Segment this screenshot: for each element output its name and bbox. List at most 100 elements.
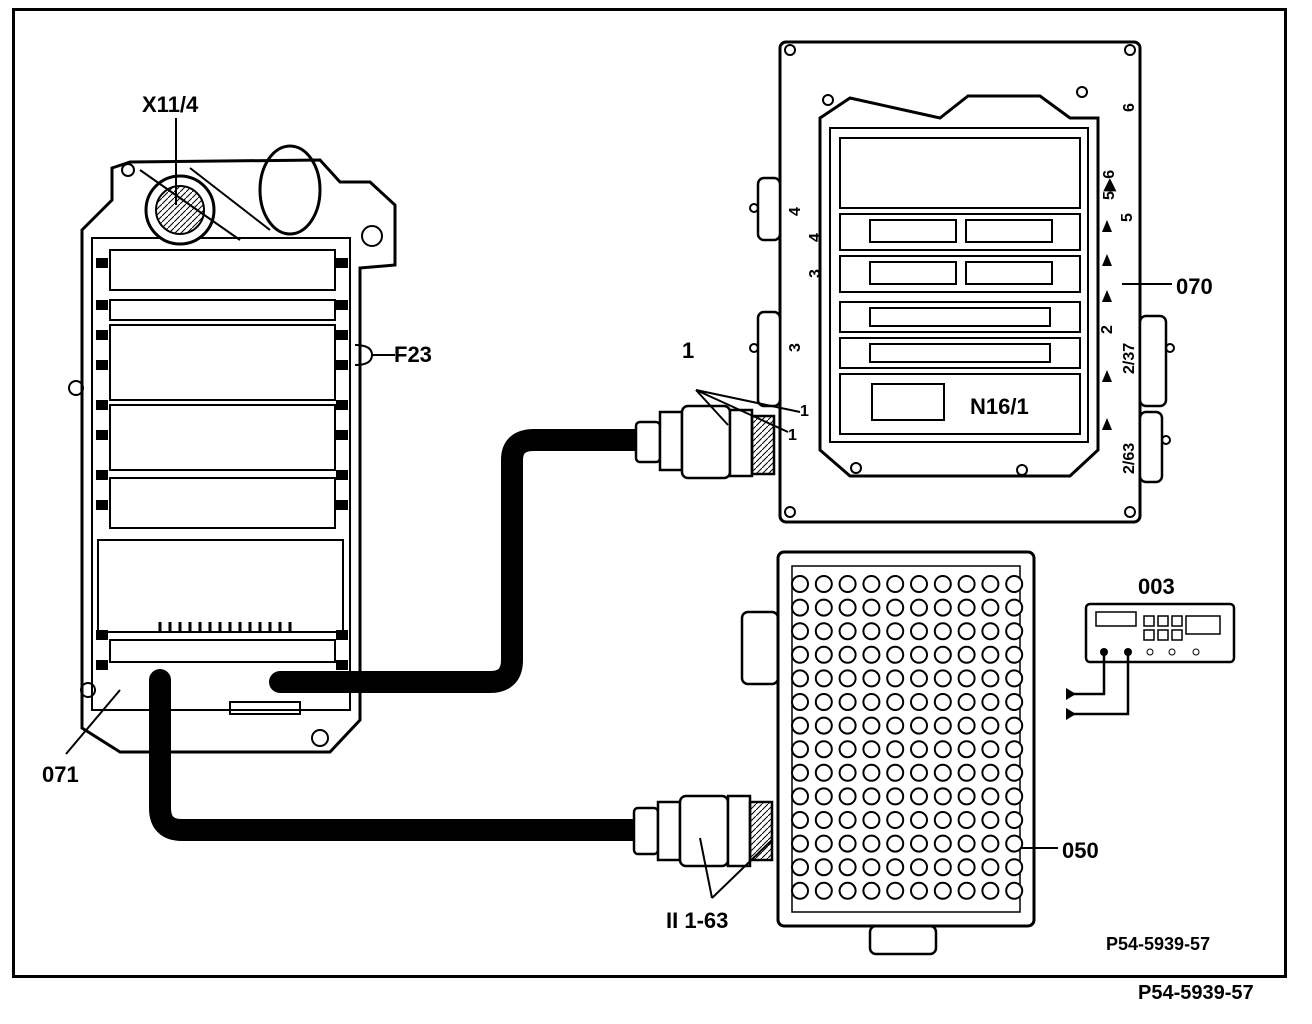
socket-hole	[1005, 645, 1024, 664]
socket-hole	[981, 834, 1000, 853]
slot-arrow-icons	[1102, 220, 1112, 430]
socket-hole	[1005, 622, 1024, 641]
socket-hole	[886, 622, 905, 641]
socket-hole	[814, 834, 833, 853]
socket-hole	[862, 787, 881, 806]
socket-hole	[862, 598, 881, 617]
socket-hole	[886, 763, 905, 782]
socket-hole	[1005, 669, 1024, 688]
socket-hole	[933, 740, 952, 759]
socket-hole	[886, 740, 905, 759]
socket-hole	[981, 598, 1000, 617]
socket-hole	[910, 811, 928, 829]
label-050: 050	[1062, 838, 1099, 863]
socket-hole	[791, 575, 809, 593]
socket-hole	[1005, 575, 1024, 593]
socket-hole	[957, 622, 976, 641]
socket-hole	[862, 575, 881, 593]
socket-hole	[957, 716, 976, 735]
socket-hole	[838, 740, 857, 759]
socket-hole	[957, 834, 976, 853]
slot-label-right-6: 2/63	[1121, 443, 1138, 474]
socket-hole	[838, 858, 857, 877]
socket-hole	[838, 881, 857, 900]
socket-hole	[981, 881, 1000, 900]
slot-label-right-1: 6	[1121, 103, 1138, 112]
socket-hole	[791, 740, 809, 759]
socket-hole	[933, 645, 952, 664]
socket-hole	[981, 787, 1000, 806]
cable-071-to-050	[149, 669, 651, 841]
label-ii-1-63: II 1-63	[666, 908, 728, 933]
socket-hole	[791, 669, 809, 688]
socket-hole	[814, 575, 833, 593]
socket-hole	[814, 811, 833, 829]
ref-outer: P54-5939-57	[1138, 982, 1254, 1004]
connector-one-a: 1	[800, 403, 809, 420]
socket-hole	[862, 834, 881, 853]
socket-hole	[862, 693, 881, 711]
socket-hole	[886, 669, 905, 688]
socket-hole	[838, 834, 857, 853]
socket-hole	[838, 763, 857, 782]
socket-hole	[933, 834, 952, 853]
socket-hole	[886, 693, 905, 711]
socket-hole	[862, 716, 881, 735]
socket-hole	[886, 834, 905, 853]
label-070: 070	[1176, 274, 1213, 299]
socket-hole	[814, 598, 833, 617]
socket-hole	[791, 598, 809, 617]
tester-003	[1066, 602, 1236, 720]
socket-hole	[957, 645, 976, 664]
socket-hole	[933, 622, 952, 641]
socket-hole	[910, 787, 928, 806]
socket-hole	[981, 811, 1000, 829]
socket-hole	[981, 716, 1000, 735]
socket-hole	[1005, 740, 1024, 759]
socket-hole	[838, 575, 857, 593]
socket-hole	[886, 598, 905, 617]
socket-hole	[957, 598, 976, 617]
socket-hole	[1005, 598, 1024, 617]
socket-hole	[791, 811, 809, 829]
socket-hole	[957, 811, 976, 829]
slot-label-right-2: 5▶6	[1101, 170, 1118, 200]
socket-hole	[933, 811, 952, 829]
socket-hole	[886, 575, 905, 593]
socket-hole	[814, 693, 833, 711]
label-1: 1	[682, 338, 694, 363]
label-f23: F23	[394, 342, 432, 367]
slot-label-left-2: 4	[807, 233, 824, 242]
socket-hole	[814, 881, 833, 900]
socket-hole	[910, 858, 928, 877]
socket-hole	[981, 858, 1000, 877]
socket-hole	[791, 645, 809, 664]
socket-hole	[791, 716, 809, 735]
socket-hole	[814, 669, 833, 688]
socket-hole	[862, 740, 881, 759]
socket-hole	[910, 881, 928, 900]
socket-hole	[1005, 787, 1024, 806]
socket-hole	[838, 787, 857, 806]
slot-label-right-4: 2	[1099, 325, 1116, 334]
socket-hole	[791, 858, 809, 877]
diagram-frame	[12, 8, 1287, 978]
cable-071-to-070	[269, 429, 651, 693]
socket-hole	[957, 693, 976, 711]
connector-ii-1-63-plug	[632, 794, 774, 868]
socket-hole	[910, 693, 928, 711]
socket-hole	[933, 716, 952, 735]
breakout-box-050	[740, 550, 1036, 956]
label-003: 003	[1138, 574, 1175, 599]
socket-hole	[886, 645, 905, 664]
socket-hole	[1005, 858, 1024, 877]
socket-hole	[814, 787, 833, 806]
socket-hole	[1005, 834, 1024, 853]
socket-hole	[1005, 763, 1024, 782]
socket-hole	[791, 787, 809, 806]
socket-hole	[1005, 881, 1024, 900]
socket-hole	[910, 598, 928, 617]
slot-label-left-3: 3	[807, 269, 824, 278]
socket-hole	[957, 858, 976, 877]
socket-hole	[886, 881, 905, 900]
